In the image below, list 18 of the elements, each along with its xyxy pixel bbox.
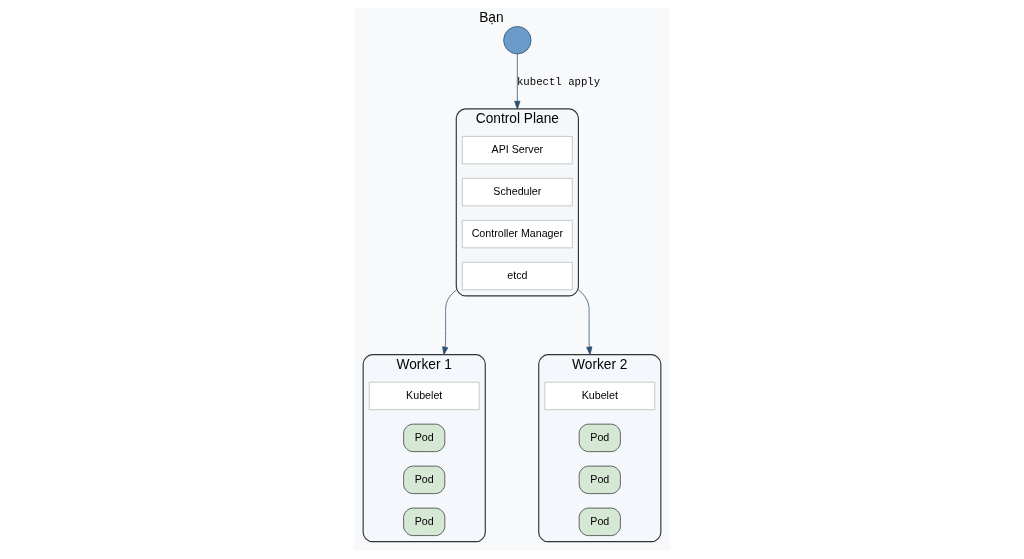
node-box: Pod [578,465,621,494]
node-box: Pod [403,423,446,452]
node-label: Bạn [479,10,504,26]
node-box: etcd [462,261,573,291]
edge-label: kubectl apply [516,75,601,88]
arrow [514,53,521,110]
node-box: Pod [578,423,621,452]
node-box: Controller Manager [462,219,573,249]
arrow [442,289,457,356]
node-box: Pod [578,507,621,536]
node-box: Kubelet [368,381,480,410]
node-box: Kubelet [544,381,656,410]
node-box: Scheduler [462,178,573,207]
node-box: Pod [403,465,446,494]
node-person [503,26,532,55]
node-box: API Server [462,136,573,165]
node-box: Pod [403,507,446,536]
arrow [578,289,593,356]
